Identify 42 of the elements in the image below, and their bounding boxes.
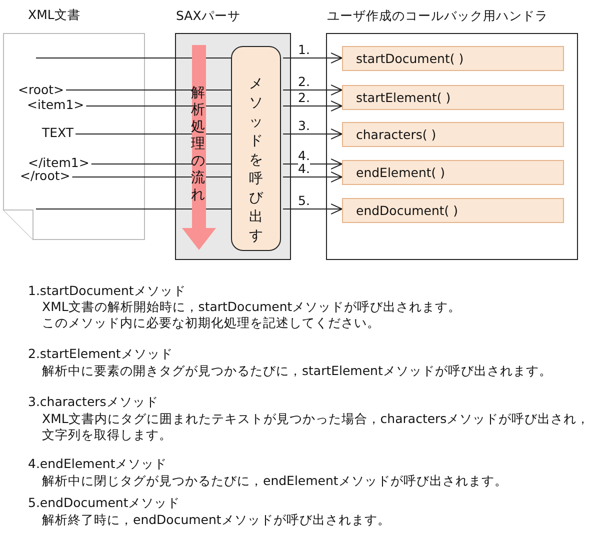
arrow-label: 解析処理の流れ (191, 85, 206, 204)
panel-title: XML文書 (28, 7, 80, 24)
description-text: このメソッド内に必要な初期化処理を記述してください。 (42, 315, 381, 331)
edge-label: 4. (298, 162, 310, 175)
heading-text: 4.endElementメソッド (28, 456, 168, 472)
arrow (282, 172, 342, 182)
description-text: 解析中に要素の開きタグが見つかるたびに，startElementメソッドが呼び出されます。 (42, 363, 553, 379)
tag-text: </root> (20, 168, 70, 183)
edge-label: 2. (298, 75, 310, 88)
tag-text: <item1> (27, 97, 84, 112)
edge-label: 3. (298, 119, 310, 132)
method-box: characters( ) (342, 122, 564, 147)
method-box: startElement( ) (342, 85, 564, 110)
panel-title: SAXパーサ (176, 8, 240, 25)
heading-text: 5.endDocumentメソッド (28, 495, 182, 511)
description-text: 解析中に閉じタグが見つかるたびに，endElementメソッドが呼び出されます。 (42, 473, 508, 489)
edge-label: 4. (298, 149, 310, 162)
panel-title: ユーザ作成のコールバック用ハンドラ (327, 8, 548, 25)
arrow (282, 158, 342, 170)
heading-text: 2.startElementメソッド (28, 346, 174, 362)
method-box: endElement( ) (342, 160, 564, 185)
connector-line (72, 176, 232, 178)
tag-text: TEXT (42, 125, 74, 140)
process-box: メソッドを呼び出す (231, 46, 281, 251)
connector-line (36, 208, 232, 210)
method-box: endDocument( ) (342, 198, 564, 223)
arrow (282, 204, 342, 214)
arrow (282, 52, 342, 64)
description-text: XML文書内にタグに囲まれたテキストが見つかった場合，charactersメソッドが呼び出され，文字列を取得します。 (42, 411, 591, 443)
tag-text: <root> (18, 82, 64, 97)
arrow (282, 128, 342, 140)
description-text: 解析終了時に，endDocumentメソッドが呼び出されます。 (42, 512, 392, 528)
method-box: startDocument( ) (342, 46, 564, 71)
description-text: XML文書の解析開始時に，startDocumentメソッドが呼び出されます。 (42, 299, 462, 315)
edge-label: 5. (298, 194, 310, 207)
tag-text: </item1> (28, 155, 90, 170)
edge-label: 2. (298, 91, 310, 104)
arrow (282, 100, 342, 112)
heading-text: 1.startDocumentメソッド (28, 283, 187, 299)
heading-text: 3.charactersメソッド (28, 394, 160, 410)
arrow (282, 84, 342, 96)
edge-label: 1. (298, 43, 310, 56)
